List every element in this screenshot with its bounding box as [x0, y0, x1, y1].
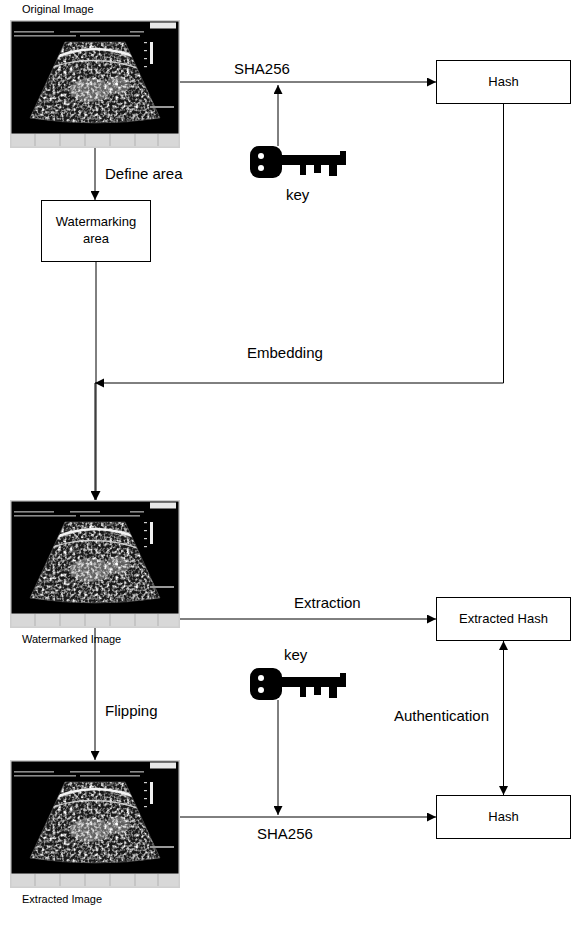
key-arrow — [278, 85, 279, 146]
ultrasound-image — [10, 760, 180, 888]
connector-arrow — [96, 262, 97, 500]
box-label: Hash — [488, 74, 518, 91]
edge-label: Extraction — [292, 594, 363, 611]
process-box: Watermarking area — [41, 200, 151, 262]
original-image: Original Image — [10, 20, 180, 148]
hash-box: Extracted Hash — [436, 597, 571, 641]
key-arrow — [278, 700, 279, 815]
connector-arrow — [503, 641, 504, 795]
box-label: Watermarking area — [48, 214, 144, 248]
box-label: Hash — [488, 809, 518, 826]
box-label: Extracted Hash — [459, 611, 548, 628]
connector-arrow — [95, 104, 504, 500]
edge-label: Flipping — [103, 702, 160, 719]
connector-arrow — [95, 148, 96, 200]
connector-arrow — [180, 82, 436, 83]
image-caption: Original Image — [22, 3, 94, 15]
edge-label: Authentication — [392, 707, 491, 724]
key-icon — [250, 668, 346, 700]
watermarked-image: Watermarked Image — [10, 500, 180, 628]
connector-arrow — [180, 619, 436, 620]
edge-label: Define area — [103, 165, 185, 182]
edge-label: Embedding — [245, 344, 325, 361]
ultrasound-image — [10, 20, 180, 148]
connector-arrow — [180, 817, 436, 818]
connector-arrow — [95, 628, 96, 760]
image-caption: Watermarked Image — [22, 633, 121, 645]
hash-box: Hash — [436, 795, 571, 839]
key-label: key — [282, 646, 309, 663]
ultrasound-image — [10, 500, 180, 628]
extracted-image: Extracted Image — [10, 760, 180, 888]
edge-label: SHA256 — [255, 825, 315, 842]
key-label: key — [284, 186, 311, 203]
image-caption: Extracted Image — [22, 893, 102, 905]
key-icon — [250, 146, 346, 178]
hash-box: Hash — [436, 60, 571, 104]
edge-label: SHA256 — [232, 60, 292, 77]
